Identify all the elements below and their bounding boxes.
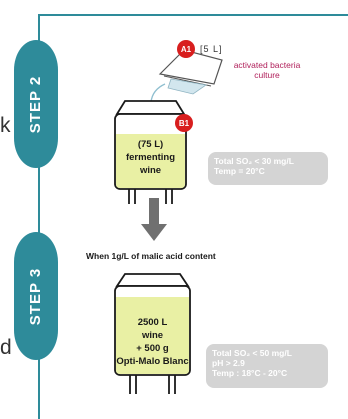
step-3-tank-line-3: + 500 g (136, 343, 169, 354)
step-2-tank-line-2: fermenting (125, 152, 176, 163)
bacteria-label-line-2: culture (254, 70, 280, 80)
pouring-container-icon (158, 49, 223, 95)
step-2-tank-label: (75 L) fermenting wine (115, 138, 186, 177)
step-3-ph: pH > 2.9 (212, 358, 245, 368)
step-3-tank-line-4: Opti-Malo Blanc (116, 356, 189, 367)
clipped-text-top: k (0, 114, 11, 137)
volume-label: [5 L] (200, 44, 223, 54)
frame-top-line (38, 14, 348, 16)
step-3-conditions-box: Total SO₂ < 50 mg/L pH > 2.9 Temp : 18°C… (206, 344, 328, 388)
step-2-tank-volume: (75 L) (137, 139, 164, 150)
down-arrow-icon (141, 198, 167, 241)
step-2-so2-limit: Total SO₂ < 30 mg/L (214, 156, 294, 166)
fermentation-tank-icon (114, 100, 187, 204)
badge-a1: A1 (177, 40, 195, 58)
badge-b1: B1 (175, 114, 193, 132)
step-3-so2-limit: Total SO₂ < 50 mg/L (212, 348, 292, 358)
step-3-tank-label: 2500 L wine + 500 g Opti-Malo Blanc (115, 316, 190, 368)
step-3-tab: STEP 3 (14, 232, 58, 360)
step-3-temperature: Temp : 18°C - 20°C (212, 368, 288, 378)
fermentation-tank-icon (114, 273, 191, 394)
bacteria-label-line-1: activated bacteria (233, 60, 301, 70)
malic-acid-caption: When 1g/L of malic acid content (86, 251, 216, 261)
step-2-tank-line-3: wine (139, 165, 162, 176)
pour-stream (150, 83, 166, 103)
step-3-tank-line-2: wine (141, 330, 164, 341)
step-2-tab: STEP 2 (14, 40, 58, 168)
frame-left-line (38, 14, 40, 419)
bacteria-culture-label: activated bacteria culture (212, 60, 322, 80)
step-2-temperature: Temp = 20°C (214, 166, 265, 176)
clipped-text-bottom: d (0, 336, 12, 359)
step-2-conditions-box: Total SO₂ < 30 mg/L Temp = 20°C (208, 152, 328, 185)
step-3-tank-volume: 2500 L (137, 317, 168, 328)
